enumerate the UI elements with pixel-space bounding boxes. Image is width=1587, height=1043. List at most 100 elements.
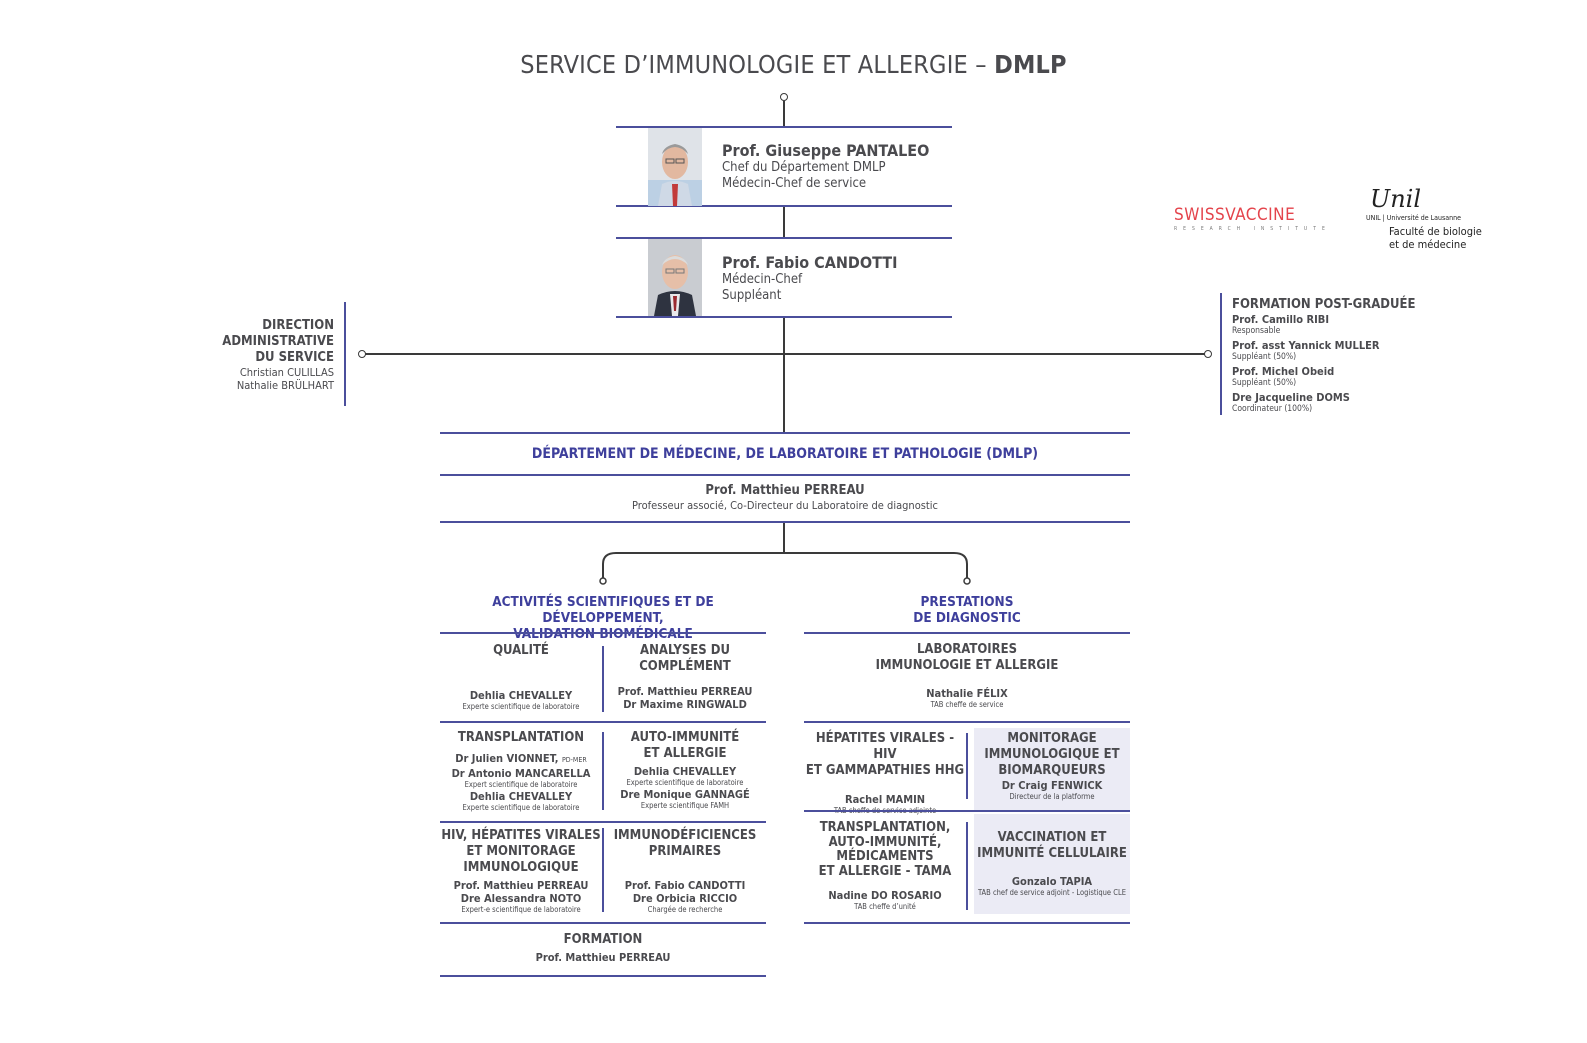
formation-pg-title: FORMATION POST-GRADUÉE [1232,297,1416,312]
rule [616,126,952,128]
direction-person: Nathalie BRÜLHART [236,379,334,392]
vaccination-name: Gonzalo TAPIA [1011,875,1093,888]
monitorage-name: Dr Craig FENWICK [1001,779,1103,792]
vaccination-cell: VACCINATION ET IMMUNITÉ CELLULAIRE Gonza… [974,830,1130,898]
deputy-role: Médecin-Chef [722,272,803,287]
qualite-name: Dehlia CHEVALLEY [469,689,573,702]
qualite-cell: QUALITÉ Dehlia CHEVALLEY Experte scienti… [440,643,602,712]
formation-name: Prof. Matthieu PERREAU [535,951,671,964]
direction-title: ADMINISTRATIVE [222,334,334,349]
rule [616,205,952,207]
title-text: SERVICE D’IMMUNOLOGIE ET ALLERGIE – [520,50,995,79]
transplantation-cell: TRANSPLANTATION Dr Julien VIONNET, PD-ME… [440,730,602,813]
hepatites-name: Rachel MAMIN [844,793,926,806]
autoimmunite-role: Experte scientifique FAMH [640,801,730,810]
hiv-title: IMMUNOLOGIQUE [463,860,579,875]
hiv-cell: HIV, HÉPATITES VIRALES ET MONITORAGE IMM… [440,828,602,915]
direction-title: DU SERVICE [255,350,334,365]
rule [804,922,1130,924]
deputy-info: Prof. Fabio CANDOTTI Médecin-Chef Supplé… [722,253,897,304]
rule [440,432,1130,434]
rule [440,975,766,977]
qualite-title: QUALITÉ [493,643,549,658]
shaded-cell-bg [974,728,1130,810]
hepatites-title: ET GAMMAPATHIES HHG [805,763,965,778]
tama-title: MÉDICAMENTS [836,849,934,864]
direction-block: DIRECTION ADMINISTRATIVE DU SERVICE Chri… [180,318,334,392]
hiv-name: Dre Alessandra NOTO [460,892,582,905]
formation-pg-role: Responsable [1232,326,1281,336]
labo-cell: LABORATOIRES IMMUNOLOGIE ET ALLERGIE Nat… [804,642,1130,710]
immunodef-role: Chargée de recherche [647,905,723,914]
right-branch-title-line: DE DIAGNOSTIC [913,610,1021,626]
autoimmunite-name: Dehlia CHEVALLEY [633,765,737,778]
unil-script: Unil [1370,185,1422,213]
left-branch-title-line: VALIDATION BIOMÉDICALE [513,626,693,642]
title-bold: DMLP [994,50,1067,79]
column-divider [966,822,968,910]
rule [616,237,952,239]
complement-title: COMPLÉMENT [639,659,731,674]
qualite-role: Experte scientifique de laboratoire [462,702,580,711]
tama-cell: TRANSPLANTATION, AUTO-IMMUNITÉ, MÉDICAME… [804,820,966,912]
column-divider [602,828,604,912]
deputy-photo [648,239,702,317]
left-branch-title: ACTIVITÉS SCIENTIFIQUES ET DE DÉVELOPPEM… [440,594,766,642]
connector [783,522,785,552]
direction-rule [344,302,346,406]
hiv-title: HIV, HÉPATITES VIRALES [441,828,601,843]
direction-person: Christian CULILLAS [239,366,334,379]
autoimmunite-cell: AUTO-IMMUNITÉ ET ALLERGIE Dehlia CHEVALL… [604,730,766,811]
dmlp-title: DÉPARTEMENT DE MÉDECINE, DE LABORATOIRE … [531,446,1039,462]
tama-title: AUTO-IMMUNITÉ, [828,834,942,850]
hepatites-title: HÉPATITES VIRALES - HIV [815,731,955,762]
hiv-name: Prof. Matthieu PERREAU [453,879,589,892]
rule [440,721,766,723]
transplantation-role: Expert scientifique de laboratoire [464,780,578,789]
formation-pg-member: Prof. Michel Obeid [1232,365,1335,378]
complement-name: Dr Maxime RINGWALD [623,698,747,711]
formation-pg-block: FORMATION POST-GRADUÉE Prof. Camillo RIB… [1232,297,1492,414]
immunodef-name: Prof. Fabio CANDOTTI [624,879,746,892]
right-node [1204,350,1212,358]
dmlp-head: Prof. Matthieu PERREAU Professeur associ… [440,483,1130,512]
monitorage-role: Directeur de la platforme [1009,792,1095,801]
transplantation-suffix: PD-MER [562,756,587,764]
horizontal-connector [364,353,1206,355]
transplantation-name: Dehlia CHEVALLEY [469,790,573,803]
unil-faculty: et de médecine [1389,238,1467,251]
rule [440,521,1130,523]
immunodef-title: PRIMAIRES [648,844,722,859]
chief-role: Chef du Département DMLP [722,160,886,175]
transplantation-role: Experte scientifique de laboratoire [462,803,580,812]
connector [783,101,785,127]
rule [804,810,1130,812]
autoimmunite-title: ET ALLERGIE [643,746,727,761]
connector [783,318,785,432]
chief-name: Prof. Giuseppe PANTALEO [722,141,930,160]
vaccination-role: TAB chef de service adjoint - Logistique… [978,888,1126,897]
chief-role: Médecin-Chef de service [722,176,867,191]
tama-title: ET ALLERGIE - TAMA [818,863,952,879]
labo-title: IMMUNOLOGIE ET ALLERGIE [875,658,1059,673]
complement-name: Prof. Matthieu PERREAU [617,685,753,698]
right-branch-title: PRESTATIONS DE DIAGNOSTIC [804,594,1130,626]
monitorage-title: IMMUNOLOGIQUE ET [984,747,1120,762]
monitorage-title: BIOMARQUEURS [998,763,1106,778]
formation-pg-member: Prof. Camillo RIBI [1232,313,1330,326]
rule [440,632,766,634]
branch-connector [599,552,971,585]
transplantation-name: Dr Julien VIONNET, [455,752,559,765]
labo-title: LABORATOIRES [916,642,1018,657]
swissvaccine-logo: SWISSVACCINE RESEARCH INSTITUTE [1174,205,1331,232]
immunodef-title: IMMUNODÉFICIENCES [613,828,757,843]
hepatites-cell: HÉPATITES VIRALES - HIV ET GAMMAPATHIES … [804,731,966,816]
complement-cell: ANALYSES DU COMPLÉMENT Prof. Matthieu PE… [604,643,766,711]
formation-pg-role: Suppléant (50%) [1232,378,1297,388]
swissvaccine-subtitle: RESEARCH INSTITUTE [1174,226,1331,232]
tama-role: TAB cheffe d’unité [854,902,916,911]
vaccination-title: IMMUNITÉ CELLULAIRE [977,846,1127,861]
column-divider [966,733,968,799]
autoimmunite-name: Dre Monique GANNAGÉ [620,788,750,801]
dmlp-person: Prof. Matthieu PERREAU [705,483,865,498]
